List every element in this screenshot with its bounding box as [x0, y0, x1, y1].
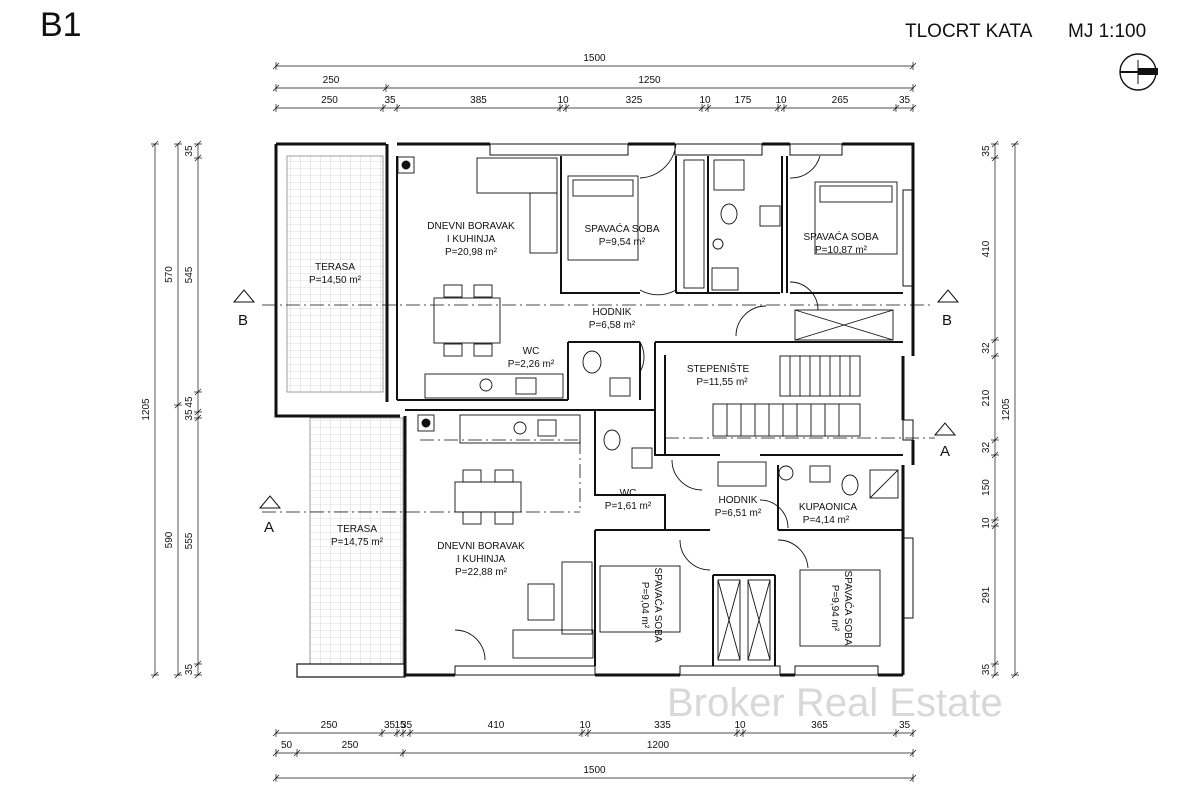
terrace-bottom — [309, 417, 404, 665]
furniture — [397, 156, 899, 661]
watermark: Broker Real Estate — [667, 681, 1003, 725]
dim-right-inner-5: 150 — [981, 479, 992, 496]
room-name-bed-bottom-right: SPAVAĆA SOBA — [842, 570, 855, 645]
dim-left-inner-0: 35 — [184, 145, 195, 157]
dim-bottom-row1-5: 10 — [579, 720, 591, 731]
section-markers — [232, 289, 960, 509]
room-area-bed-bottom-left: P=9,04 m² — [639, 582, 650, 629]
room-area-living-top: P=20,98 m² — [445, 247, 498, 258]
dim-bottom-row2-0: 50 — [281, 740, 293, 751]
room-name-hall-top: HODNIK — [593, 307, 632, 318]
dim-right-inner-1: 410 — [981, 240, 992, 257]
dim-right-inner-6: 10 — [981, 517, 992, 529]
room-name-bath: KUPAONICA — [799, 502, 857, 513]
dim-right-inner-2: 32 — [981, 342, 992, 354]
dim-top-row3-9: 35 — [899, 95, 911, 106]
room-area-terasa-bottom: P=14,75 m² — [331, 537, 384, 548]
dim-right-inner-7: 291 — [981, 586, 992, 603]
room-area-bed-top-right: P=10,87 m² — [815, 245, 868, 256]
room-name2-living-top: I KUHINJA — [447, 234, 496, 245]
dim-top-total-0: 1500 — [583, 53, 606, 64]
drawing-scale: MJ 1:100 — [1068, 21, 1146, 42]
exterior-walls — [274, 142, 915, 677]
dim-top-row3-2: 385 — [470, 95, 487, 106]
dim-left-outer-0: 1205 — [141, 398, 152, 421]
dimension-labels: 1500 250 1250 250 35 385 10 325 10 175 10 265 35 250 3… — [141, 53, 1012, 776]
room-name-living-top: DNEVNI BORAVAK — [427, 221, 515, 232]
section-label-a-left: A — [264, 519, 274, 536]
dim-bottom-row1-3: 35 — [401, 720, 413, 731]
dim-bottom-row1-4: 410 — [488, 720, 505, 731]
room-name-bed-top-left: SPAVAĆA SOBA — [584, 222, 659, 235]
room-area-wc-top: P=2,26 m² — [508, 359, 555, 370]
dim-left-inner-5: 35 — [184, 664, 195, 676]
dim-bottom-row1-2: 15 — [394, 720, 406, 731]
room-name-terasa-bottom: TERASA — [337, 524, 377, 535]
dim-bottom-total-0: 1500 — [583, 765, 606, 776]
section-lines — [262, 304, 935, 513]
room-labels: TERASA P=14,50 m² TERASA P=14,75 m² DNEV… — [309, 221, 879, 646]
section-label-a-right: A — [940, 443, 950, 460]
dim-left-inner-1: 545 — [184, 266, 195, 283]
dim-bottom-row2-1: 250 — [342, 740, 359, 751]
room-area-stair: P=11,55 m² — [696, 377, 748, 388]
room-name-wc-top: WC — [523, 346, 540, 357]
room-name-wc-bottom: WC — [620, 488, 637, 499]
dim-bottom-row1-6: 335 — [654, 720, 671, 731]
dim-bottom-row2-2: 1200 — [647, 740, 670, 751]
dimension-lines — [151, 62, 1019, 782]
dim-top-row3-6: 175 — [735, 95, 752, 106]
room-area-bed-bottom-right: P=9,94 m² — [829, 585, 840, 632]
dim-bottom-row1-7: 10 — [734, 720, 746, 731]
dim-left-inner-3: 35 — [184, 409, 195, 421]
doors — [454, 143, 821, 661]
dim-left-mid-0: 570 — [164, 266, 175, 283]
room-name-bed-top-right: SPAVAĆA SOBA — [803, 230, 878, 243]
drawing-code: B1 — [40, 6, 82, 44]
dim-top-row3-5: 10 — [699, 95, 711, 106]
staircase — [712, 355, 861, 437]
room-area-hall-top: P=6,58 m² — [589, 320, 636, 331]
room-area-wc-bottom: P=1,61 m² — [605, 501, 652, 512]
section-label-b-left: B — [238, 312, 248, 329]
interior-walls — [396, 156, 903, 666]
room-area-bath: P=4,14 m² — [803, 515, 850, 526]
room-area-hall-bottom: P=6,51 m² — [715, 508, 762, 519]
dim-top-row3-7: 10 — [775, 95, 787, 106]
dim-top-row2-1: 1250 — [638, 75, 661, 86]
room-name-terasa-top: TERASA — [315, 262, 355, 273]
dim-bottom-row1-0: 250 — [321, 720, 338, 731]
dim-right-outer-0: 1205 — [1001, 398, 1012, 421]
dim-top-row3-1: 35 — [384, 95, 396, 106]
dim-left-mid-1: 590 — [164, 531, 175, 548]
room-name-bed-bottom-left: SPAVAĆA SOBA — [652, 567, 665, 642]
terrace-top — [286, 155, 384, 393]
north-arrow-icon — [1119, 53, 1158, 91]
section-label-b-right: B — [942, 312, 952, 329]
room-area-living-bottom: P=22,88 m² — [455, 567, 508, 578]
room-area-bed-top-left: P=9,54 m² — [599, 237, 646, 248]
drawing-caption: TLOCRT KATA — [905, 21, 1033, 42]
dim-left-inner-2: 45 — [184, 396, 195, 408]
room-name-hall-bottom: HODNIK — [719, 495, 758, 506]
dim-right-inner-4: 32 — [981, 442, 992, 454]
room-area-terasa-top: P=14,50 m² — [309, 275, 362, 286]
dim-top-row3-4: 325 — [626, 95, 643, 106]
dim-right-inner-3: 210 — [981, 389, 992, 406]
room-name2-living-bottom: I KUHINJA — [457, 554, 506, 565]
dim-bottom-row1-1: 35 — [384, 720, 396, 731]
dim-top-row3-8: 265 — [832, 95, 849, 106]
dim-left-inner-4: 555 — [184, 532, 195, 549]
dim-right-inner-8: 35 — [981, 664, 992, 676]
dim-top-row2-0: 250 — [323, 75, 340, 86]
dim-bottom-row1-8: 365 — [811, 720, 828, 731]
dim-bottom-row1-9: 35 — [899, 720, 911, 731]
room-name-stair: STEPENIŠTE — [687, 362, 750, 375]
dim-top-row3-3: 10 — [557, 95, 569, 106]
dim-top-row3-0: 250 — [321, 95, 338, 106]
dim-right-inner-0: 35 — [981, 145, 992, 157]
room-name-living-bottom: DNEVNI BORAVAK — [437, 541, 525, 552]
